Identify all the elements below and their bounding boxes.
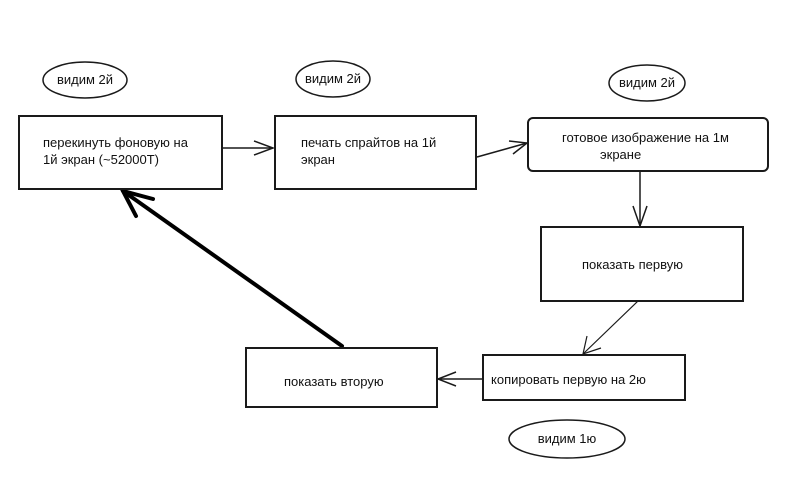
node-n1-line1: перекинуть фоновую на — [43, 135, 188, 150]
node-n6: показать вторую — [245, 347, 438, 408]
annotation-ellipse-4 — [508, 419, 626, 459]
node-n4: показать первую — [540, 226, 744, 302]
edge-n6-n1-bold — [119, 187, 344, 348]
edge-n2-n3 — [476, 140, 529, 158]
edge-n3-n4 — [632, 172, 648, 229]
edge-n5-n6 — [435, 371, 482, 387]
node-n5-label: копировать первую на 2ю — [491, 372, 646, 387]
annotation-ellipse-3 — [608, 64, 686, 102]
node-n5: копировать первую на 2ю — [482, 354, 686, 401]
annotation-ellipse-2 — [295, 60, 371, 98]
annotation-label-4: видим 1ю — [537, 431, 597, 446]
node-n4-label: показать первую — [582, 257, 683, 272]
node-n2: печать спрайтов на 1й экран — [274, 115, 477, 190]
node-n2-line1: печать спрайтов на 1й — [301, 135, 437, 150]
node-n2-line2: экран — [301, 152, 335, 167]
annotation-label-1: видим 2й — [56, 72, 114, 87]
edge-n4-n5 — [582, 300, 639, 355]
annotation-label-2: видим 2й — [304, 71, 362, 86]
node-box-n3 — [527, 117, 769, 172]
node-n3-line1: готовое изображение на 1м — [562, 130, 729, 145]
node-n1-line2: 1й экран (~52000Т) — [43, 152, 160, 167]
node-n1: перекинуть фоновую на 1й экран (~52000Т) — [18, 115, 223, 190]
node-n3: готовое изображение на 1м экране — [528, 118, 768, 171]
edge-n1-n2 — [222, 140, 276, 156]
node-n6-label: показать вторую — [284, 374, 384, 389]
node-n3-line2: экране — [600, 147, 642, 162]
annotation-label-3: видим 2й — [618, 75, 676, 90]
annotation-ellipse-1 — [42, 61, 128, 99]
